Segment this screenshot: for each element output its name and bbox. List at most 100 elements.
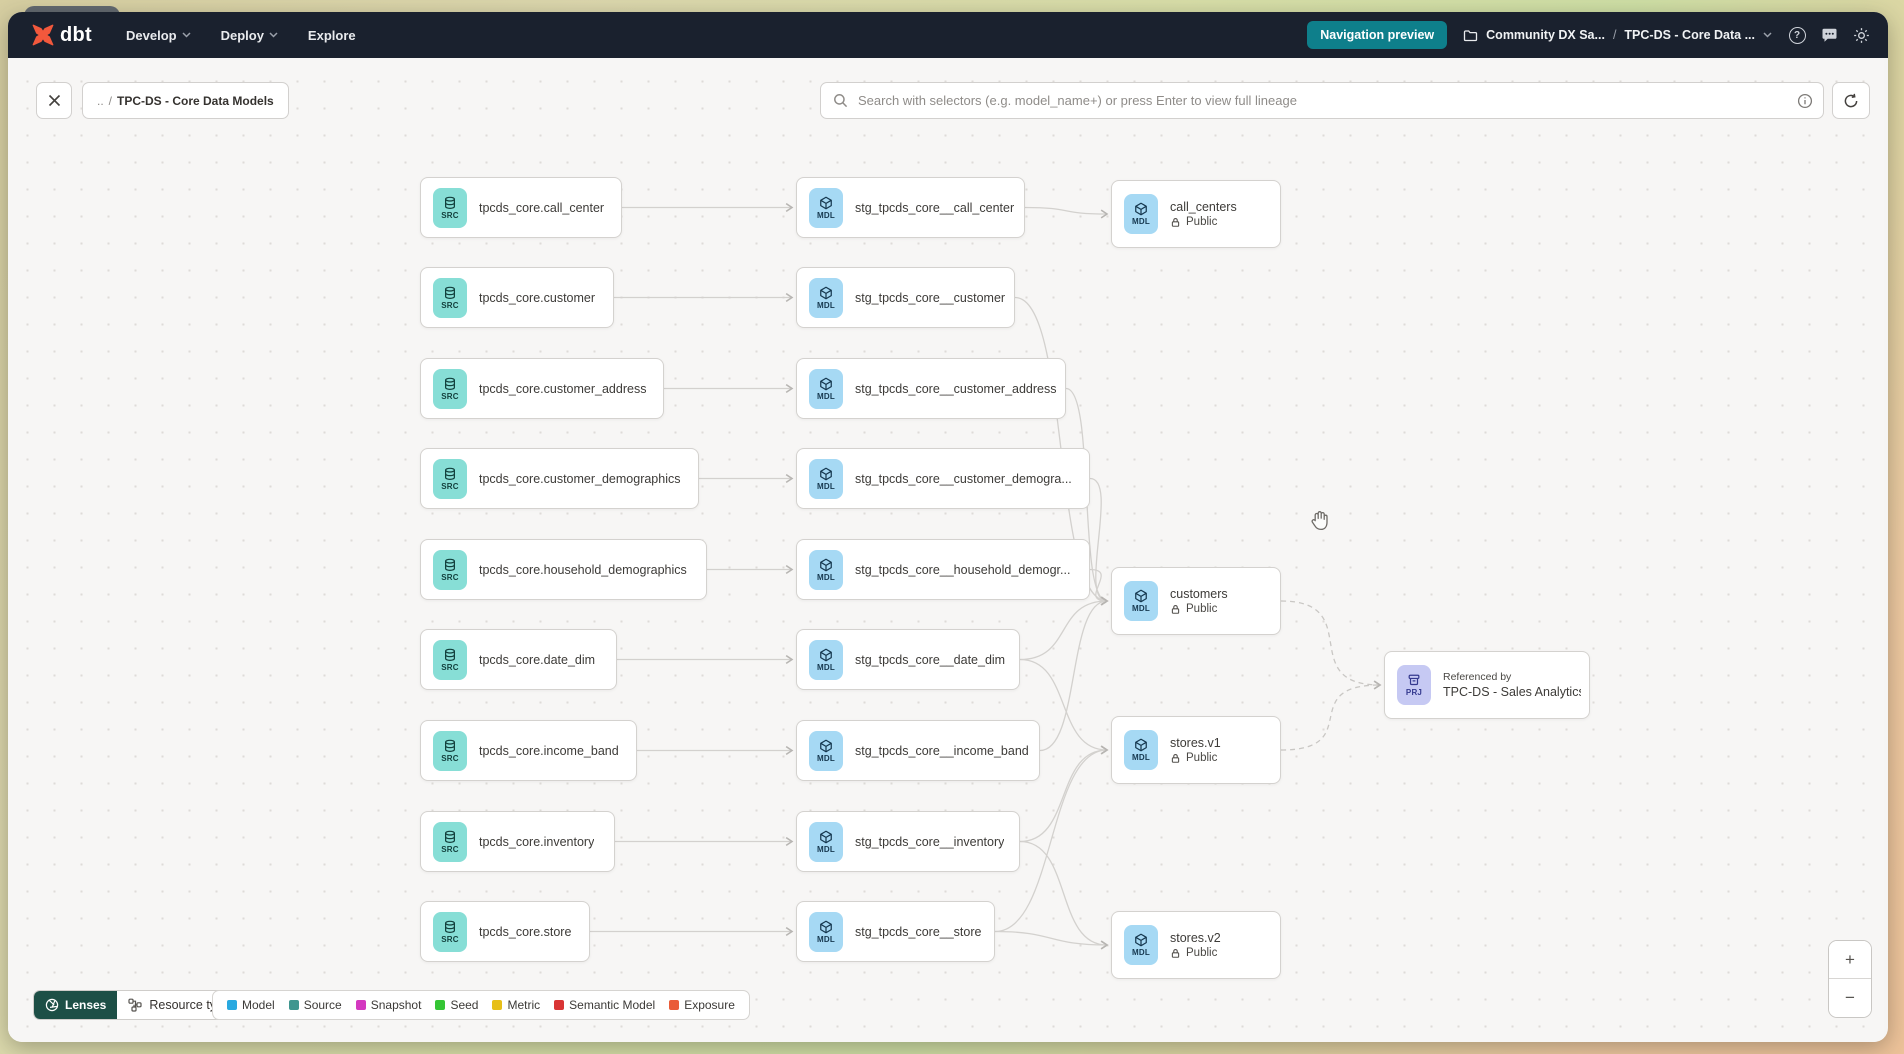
model-cube-icon [820, 467, 832, 480]
node-label: tpcds_core.customer_demographics [479, 471, 681, 486]
lock-icon [1171, 604, 1180, 614]
lock-icon [1171, 217, 1180, 227]
graph-node-m2[interactable]: MDL stg_tpcds_core__customer [796, 267, 1015, 328]
node-label: tpcds_core.household_demographics [479, 562, 687, 577]
search-icon [834, 94, 848, 108]
mdl-badge-icon: MDL [809, 730, 843, 771]
legend-label: Semantic Model [569, 998, 656, 1012]
node-label: stg_tpcds_core__call_center [855, 200, 1015, 215]
src-badge-icon: SRC [433, 277, 467, 318]
dbt-logo[interactable]: dbt [30, 22, 92, 48]
src-badge-icon: SRC [433, 458, 467, 499]
nav-item-develop[interactable]: Develop [126, 28, 191, 43]
mdl-badge-icon: MDL [809, 368, 843, 409]
legend-swatch [669, 1000, 680, 1010]
src-badge-icon: SRC [433, 639, 467, 680]
legend-label: Seed [450, 998, 479, 1012]
top-navbar: dbt Develop Deploy Explore Navigation pr… [8, 12, 1888, 58]
settings-gear-icon[interactable] [1852, 26, 1870, 44]
node-label: tpcds_core.inventory [479, 834, 595, 849]
node-label: TPC-DS - Sales Analytics [1443, 685, 1581, 699]
legend-label: Snapshot [370, 998, 422, 1012]
model-cube-icon [820, 196, 832, 209]
lock-icon [1171, 753, 1180, 763]
node-visibility: Public [1170, 947, 1221, 959]
mdl-badge-icon: MDL [809, 277, 843, 318]
model-cube-icon [820, 648, 832, 661]
node-label: stg_tpcds_core__customer [855, 290, 1006, 305]
node-label: tpcds_core.customer [479, 290, 596, 305]
graph-node-s4[interactable]: SRC tpcds_core.customer_demographics [420, 448, 699, 509]
node-label: stg_tpcds_core__customer_demogra... [855, 471, 1072, 486]
lock-icon [1171, 948, 1180, 958]
graph-node-m7[interactable]: MDL stg_tpcds_core__income_band [796, 720, 1040, 781]
nav-item-deploy[interactable]: Deploy [221, 28, 278, 43]
model-cube-icon [820, 558, 832, 571]
refresh-lineage-button[interactable] [1832, 82, 1870, 119]
legend-swatch [355, 1000, 366, 1010]
lineage-breadcrumb-chip[interactable]: .. / TPC-DS - Core Data Models [82, 82, 289, 119]
model-cube-icon [1135, 933, 1147, 947]
nav-menu: Develop Deploy Explore [126, 28, 356, 43]
legend-label: Exposure [684, 998, 735, 1012]
zoom-controls: + − [1828, 940, 1872, 1018]
feedback-icon[interactable] [1820, 26, 1838, 44]
graph-node-s2[interactable]: SRC tpcds_core.customer [420, 267, 614, 328]
navbar-icon-group: ? [1788, 26, 1870, 44]
mdl-badge-icon: MDL [1124, 194, 1158, 234]
zoom-in-button[interactable]: + [1829, 941, 1871, 979]
model-cube-icon [820, 739, 832, 752]
mdl-badge-icon: MDL [809, 458, 843, 499]
help-icon[interactable]: ? [1788, 26, 1806, 44]
lenses-button[interactable]: Lenses [34, 991, 118, 1019]
node-label: tpcds_core.income_band [479, 743, 619, 758]
database-icon [445, 467, 455, 480]
info-icon[interactable] [1797, 93, 1813, 109]
database-icon [445, 286, 455, 299]
navigation-preview-button[interactable]: Navigation preview [1307, 21, 1448, 49]
resource-type-icon [128, 998, 142, 1012]
database-icon [445, 648, 455, 661]
graph-node-s7[interactable]: SRC tpcds_core.income_band [420, 720, 637, 781]
src-badge-icon: SRC [433, 730, 467, 771]
search-input[interactable] [856, 92, 1789, 109]
refresh-icon [1844, 93, 1858, 107]
breadcrumb-project[interactable]: Community DX Sa... [1486, 28, 1605, 42]
zoom-out-button[interactable]: − [1829, 979, 1871, 1017]
chevron-down-icon [182, 32, 191, 38]
legend-item: Exposure [669, 998, 735, 1012]
graph-node-m1[interactable]: MDL stg_tpcds_core__call_center [796, 177, 1025, 238]
model-cube-icon [1135, 738, 1147, 752]
graph-node-m4[interactable]: MDL stg_tpcds_core__customer_demogra... [796, 448, 1090, 509]
database-icon [445, 558, 455, 571]
breadcrumb-page[interactable]: TPC-DS - Core Data ... [1624, 28, 1755, 42]
node-label: customers [1170, 587, 1228, 601]
node-label: tpcds_core.date_dim [479, 652, 596, 667]
close-lineage-button[interactable] [36, 82, 72, 119]
legend-swatch [227, 1000, 237, 1010]
nav-item-explore[interactable]: Explore [307, 27, 356, 43]
graph-node-s6[interactable]: SRC tpcds_core.date_dim [420, 629, 617, 690]
node-label: stg_tpcds_core__income_band [855, 743, 1029, 758]
mdl-badge-icon: MDL [809, 187, 843, 228]
legend-item: Seed [435, 998, 478, 1012]
chevron-down-icon[interactable] [1763, 32, 1772, 38]
legend-item: Metric [492, 998, 540, 1012]
